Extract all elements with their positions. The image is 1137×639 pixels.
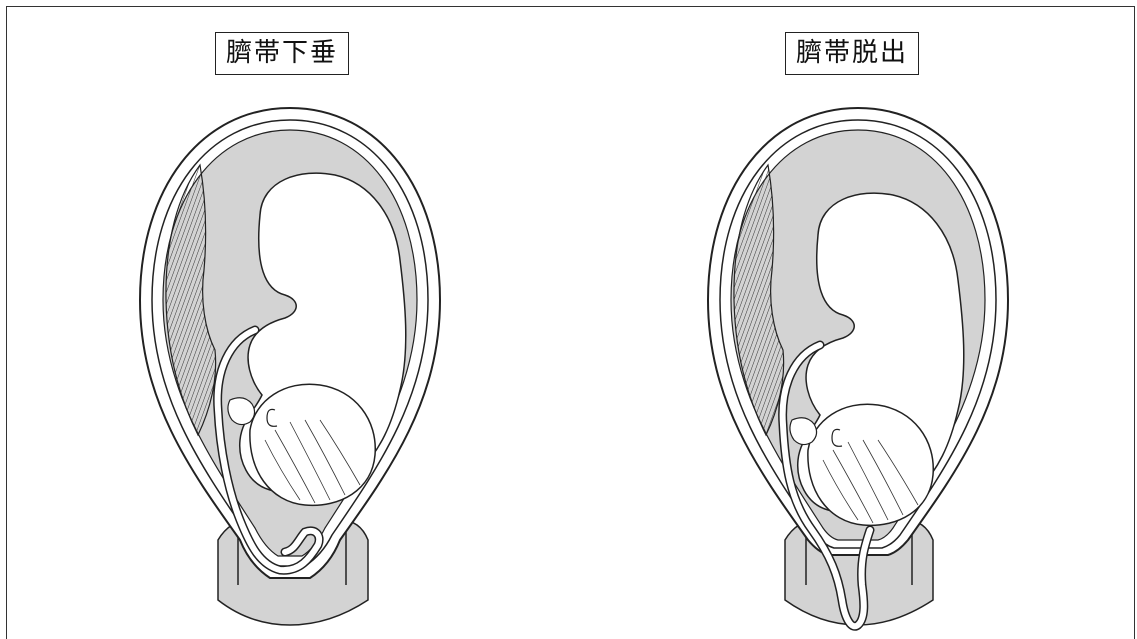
fetus-head (808, 404, 933, 525)
uterus-diagram-right (708, 108, 1008, 626)
uterus-diagram-left (140, 108, 440, 625)
fetus-head (250, 384, 375, 505)
fetus-hand (228, 398, 255, 425)
fetus-hand (790, 418, 817, 445)
